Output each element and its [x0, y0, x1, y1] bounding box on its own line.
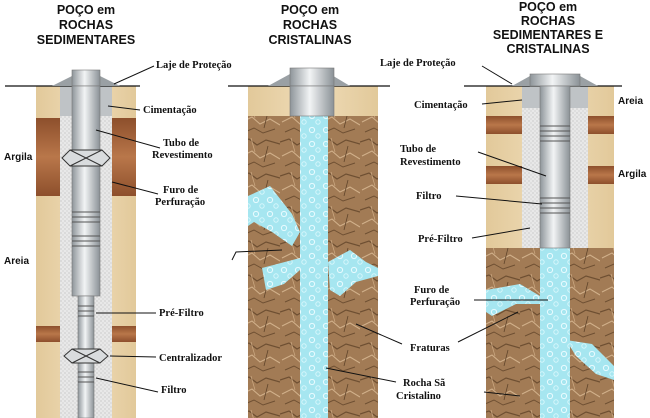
label-laje-right: Laje de Proteção — [380, 58, 456, 69]
casing-pipe — [289, 85, 335, 117]
title-left-line: SEDIMENTARES — [37, 33, 135, 47]
well-mixed: Laje de Proteção Cimentação Areia Tubo d… — [380, 58, 647, 418]
centralizer-lower — [63, 348, 109, 364]
pointer-fraturas — [355, 323, 403, 345]
pointer-rocha-right — [483, 391, 521, 397]
pointer-furo-left — [111, 181, 159, 195]
fracture-right — [328, 250, 378, 296]
label-fraturas: Fraturas — [410, 343, 450, 354]
casing-head — [529, 73, 581, 87]
fracture-upper — [248, 186, 300, 246]
title-middle: POÇO em ROCHAS CRISTALINAS — [268, 3, 351, 47]
open-borehole — [300, 116, 328, 418]
centralizer-upper — [61, 149, 111, 167]
pointer-fraturas-right — [457, 311, 519, 343]
title-right-line: ROCHAS — [521, 14, 575, 28]
well-crystalline: Fraturas Rocha Sã Cristalino — [228, 67, 450, 418]
pointer-tubo-right — [477, 151, 547, 177]
casing-pipe — [539, 85, 571, 249]
label-tubo-right: Tubo de — [400, 144, 436, 155]
label-tubo-left: Tubo de — [163, 138, 199, 149]
casing-head — [289, 67, 335, 87]
label-prefiltro-right: Pré-Filtro — [418, 234, 463, 245]
pointer-centralizador-left — [109, 355, 157, 358]
pointer-prefiltro-right — [471, 227, 531, 239]
label-filtro-left: Filtro — [161, 385, 186, 396]
title-left: POÇO em ROCHAS SEDIMENTARES — [37, 3, 135, 47]
label-rocha: Rocha Sã — [403, 378, 446, 389]
label-argila-right: Argila — [618, 169, 647, 180]
fracture-lower — [262, 258, 300, 290]
title-right-line: SEDIMENTARES E — [493, 28, 603, 42]
pointer-tubo-left — [95, 129, 161, 149]
title-right: POÇO em ROCHAS SEDIMENTARES E CRISTALINA… — [493, 0, 603, 56]
title-left-line: ROCHAS — [59, 18, 113, 32]
casing-pipe — [71, 85, 101, 297]
label-tubo-left: Revestimento — [152, 150, 213, 161]
open-borehole — [540, 248, 570, 418]
well-sedimentary: Laje de Proteção Cimentação Tubo de Reve… — [4, 60, 232, 418]
pointer-laje-left — [113, 65, 155, 85]
title-right-line: POÇO em — [519, 0, 577, 14]
title-left-line: POÇO em — [57, 3, 115, 17]
label-prefiltro-left: Pré-Filtro — [159, 308, 204, 319]
pointer-filtro-left — [95, 377, 159, 393]
label-centralizador-left: Centralizador — [159, 353, 222, 364]
title-middle-line: CRISTALINAS — [268, 33, 351, 47]
label-areia-right: Areia — [618, 96, 643, 107]
pointer-cimentacao-right — [481, 99, 523, 105]
label-tubo-right: Revestimento — [400, 157, 461, 168]
screen-upper — [540, 125, 570, 214]
pointer-fraturas-a — [231, 249, 283, 261]
screen-upper — [72, 211, 100, 247]
title-middle-line: ROCHAS — [283, 18, 337, 32]
label-filtro-right: Filtro — [416, 191, 441, 202]
title-middle-line: POÇO em — [281, 3, 339, 17]
fracture-right — [566, 340, 614, 380]
title-right-line: CRISTALINAS — [506, 42, 589, 56]
label-areia-left: Areia — [4, 256, 29, 267]
label-cimentacao-right: Cimentação — [414, 100, 468, 111]
label-argila-left: Argila — [4, 152, 33, 163]
screen-lower — [78, 305, 94, 383]
pointer-cimentacao-left — [107, 105, 141, 111]
label-rocha: Cristalino — [396, 391, 441, 402]
label-furo-right: Furo de — [414, 285, 449, 296]
label-furo-left: Furo de — [163, 185, 198, 196]
label-furo-right: Perfuração — [410, 297, 460, 308]
label-cimentacao-left: Cimentação — [143, 105, 197, 116]
pointer-laje-right — [481, 65, 513, 85]
label-furo-left: Perfuração — [155, 197, 205, 208]
pointer-rocha — [325, 367, 397, 383]
casing-head — [71, 69, 101, 87]
label-laje-left: Laje de Proteção — [156, 60, 232, 71]
pointer-filtro-right — [455, 195, 543, 205]
